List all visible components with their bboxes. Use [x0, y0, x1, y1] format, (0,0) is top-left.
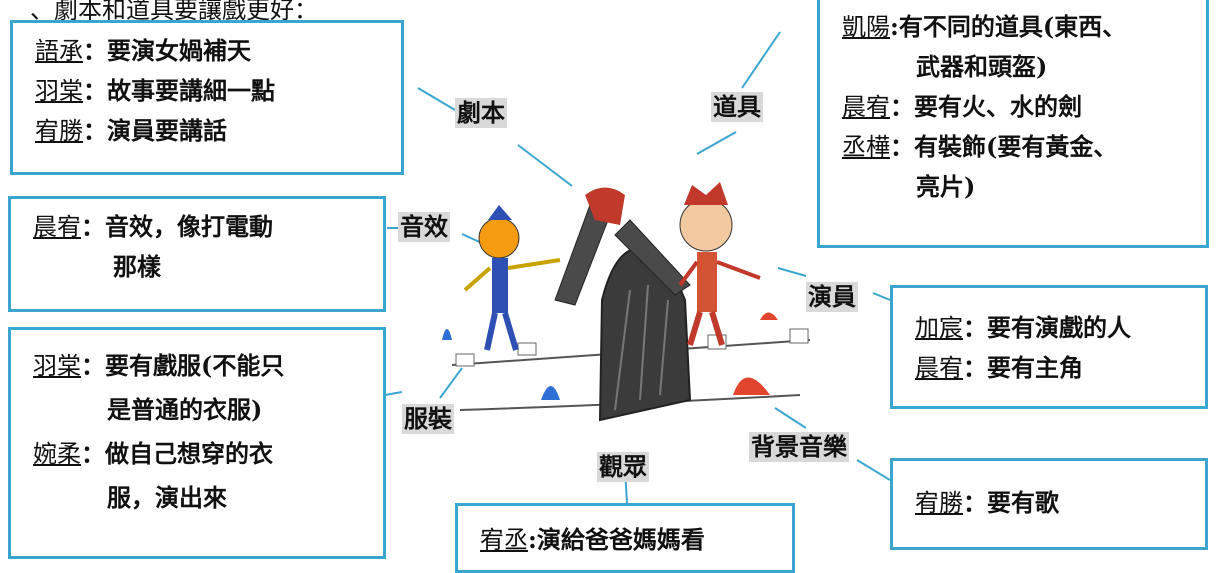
tag-music: 背景音樂	[749, 432, 849, 462]
tag-audience: 觀眾	[597, 452, 649, 482]
comment-row: 婉柔：做自己想穿的衣	[33, 439, 273, 468]
comment-row: 加宸：要有演戲的人	[915, 313, 1131, 342]
comment-row: 語承：要演女媧補天	[35, 36, 251, 65]
actors-comments-box: 加宸：要有演戲的人 晨宥：要有主角	[890, 285, 1208, 409]
comment-row: 凱陽:有不同的道具(東西、	[842, 12, 1127, 41]
connector-actors-drawing	[777, 267, 807, 277]
connector-props	[741, 31, 781, 89]
connector-actors	[872, 292, 891, 301]
connector-music-drawing	[774, 407, 807, 429]
connector-costume	[384, 391, 403, 396]
comment-row: 晨宥：音效，像打電動	[33, 212, 273, 241]
connector-music	[856, 459, 891, 481]
connector-costume-drawing	[439, 367, 463, 399]
sound-comments-box: 晨宥：音效，像打電動 那樣	[8, 196, 386, 312]
comment-row: 晨宥：要有主角	[915, 353, 1083, 382]
comment-row: 宥勝：要有歌	[915, 488, 1059, 517]
tag-sound: 音效	[398, 212, 450, 242]
tag-costume: 服裝	[402, 404, 454, 434]
comment-row: 丞樺：有裝飾(要有黃金、	[842, 132, 1118, 161]
music-comments-box: 宥勝：要有歌	[890, 458, 1208, 550]
tag-actors: 演員	[806, 282, 858, 312]
comment-row: 宥丞:演給爸爸媽媽看	[480, 525, 705, 554]
connector-props-drawing	[696, 131, 737, 155]
comment-row: 羽棠：要有戲服(不能只	[33, 351, 285, 380]
tag-props: 道具	[711, 92, 763, 122]
tag-script: 劇本	[455, 98, 507, 128]
audience-comments-box: 宥丞:演給爸爸媽媽看	[455, 503, 795, 573]
comment-row: 宥勝：演員要講話	[35, 116, 227, 145]
costume-comments-box: 羽棠：要有戲服(不能只 是普通的衣服) 婉柔：做自己想穿的衣 服，演出來	[8, 327, 386, 559]
comment-row: 晨宥：要有火、水的劍	[842, 92, 1082, 121]
child-drawing	[442, 182, 811, 422]
script-comments-box: 語承：要演女媧補天 羽棠：故事要講細一點 宥勝：演員要講話	[10, 20, 404, 175]
props-comments-box: 凱陽:有不同的道具(東西、 武器和頭盔) 晨宥：要有火、水的劍 丞樺：有裝飾(要…	[817, 0, 1209, 248]
connector-script-drawing	[517, 144, 573, 187]
comment-row: 羽棠：故事要講細一點	[35, 76, 275, 105]
connector-script	[417, 87, 456, 111]
